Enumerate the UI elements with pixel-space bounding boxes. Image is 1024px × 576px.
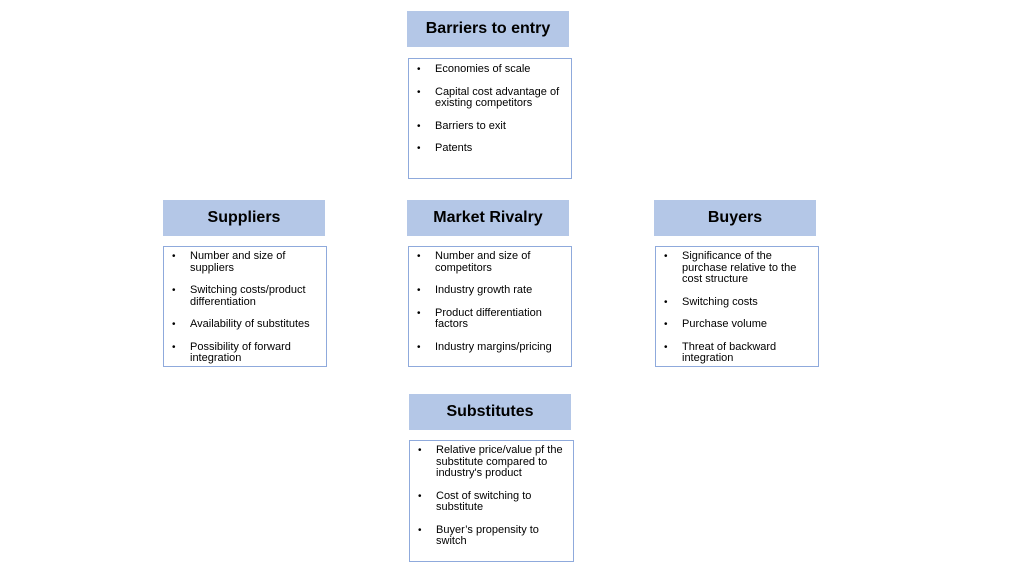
- list-item: Switching costs: [664, 296, 812, 309]
- buyers-title: Buyers: [707, 209, 763, 226]
- list-item: Purchase volume: [664, 318, 812, 331]
- rivalry-list: Number and size of competitors Industry …: [417, 250, 565, 354]
- list-item: Economies of scale: [417, 63, 565, 76]
- rivalry-title: Market Rivalry: [433, 209, 543, 226]
- list-item: Patents: [417, 142, 565, 155]
- list-item: Number and size of suppliers: [172, 250, 320, 274]
- list-item: Buyer’s propensity to switch: [418, 524, 567, 548]
- list-item: Product differentiation factors: [417, 307, 565, 331]
- substitutes-list: Relative price/value pf the substitute c…: [418, 444, 567, 548]
- list-item: Industry margins/pricing: [417, 341, 565, 354]
- suppliers-list: Number and size of suppliers Switching c…: [172, 250, 320, 365]
- list-item: Capital cost advantage of existing compe…: [417, 86, 565, 110]
- list-item: Availability of substitutes: [172, 318, 320, 331]
- list-item: Industry growth rate: [417, 284, 565, 297]
- rivalry-header: Market Rivalry: [407, 200, 569, 236]
- buyers-header: Buyers: [654, 200, 816, 236]
- suppliers-header: Suppliers: [163, 200, 325, 236]
- list-item: Switching costs/product differentiation: [172, 284, 320, 308]
- list-item: Barriers to exit: [417, 120, 565, 133]
- barriers-header: Barriers to entry: [407, 11, 569, 47]
- buyers-list: Significance of the purchase relative to…: [664, 250, 812, 365]
- barriers-title: Barriers to entry: [425, 20, 551, 37]
- suppliers-title: Suppliers: [207, 209, 281, 226]
- list-item: Threat of backward integration: [664, 341, 812, 365]
- list-item: Relative price/value pf the substitute c…: [418, 444, 567, 480]
- list-item: Cost of switching to substitute: [418, 490, 567, 514]
- list-item: Possibility of forward integration: [172, 341, 320, 365]
- list-item: Number and size of competitors: [417, 250, 565, 274]
- buyers-box: Significance of the purchase relative to…: [655, 246, 819, 367]
- suppliers-box: Number and size of suppliers Switching c…: [163, 246, 327, 367]
- rivalry-box: Number and size of competitors Industry …: [408, 246, 572, 367]
- list-item: Significance of the purchase relative to…: [664, 250, 812, 286]
- barriers-box: Economies of scale Capital cost advantag…: [408, 58, 572, 179]
- substitutes-header: Substitutes: [409, 394, 571, 430]
- substitutes-box: Relative price/value pf the substitute c…: [409, 440, 574, 562]
- substitutes-title: Substitutes: [446, 403, 534, 420]
- barriers-list: Economies of scale Capital cost advantag…: [417, 63, 565, 155]
